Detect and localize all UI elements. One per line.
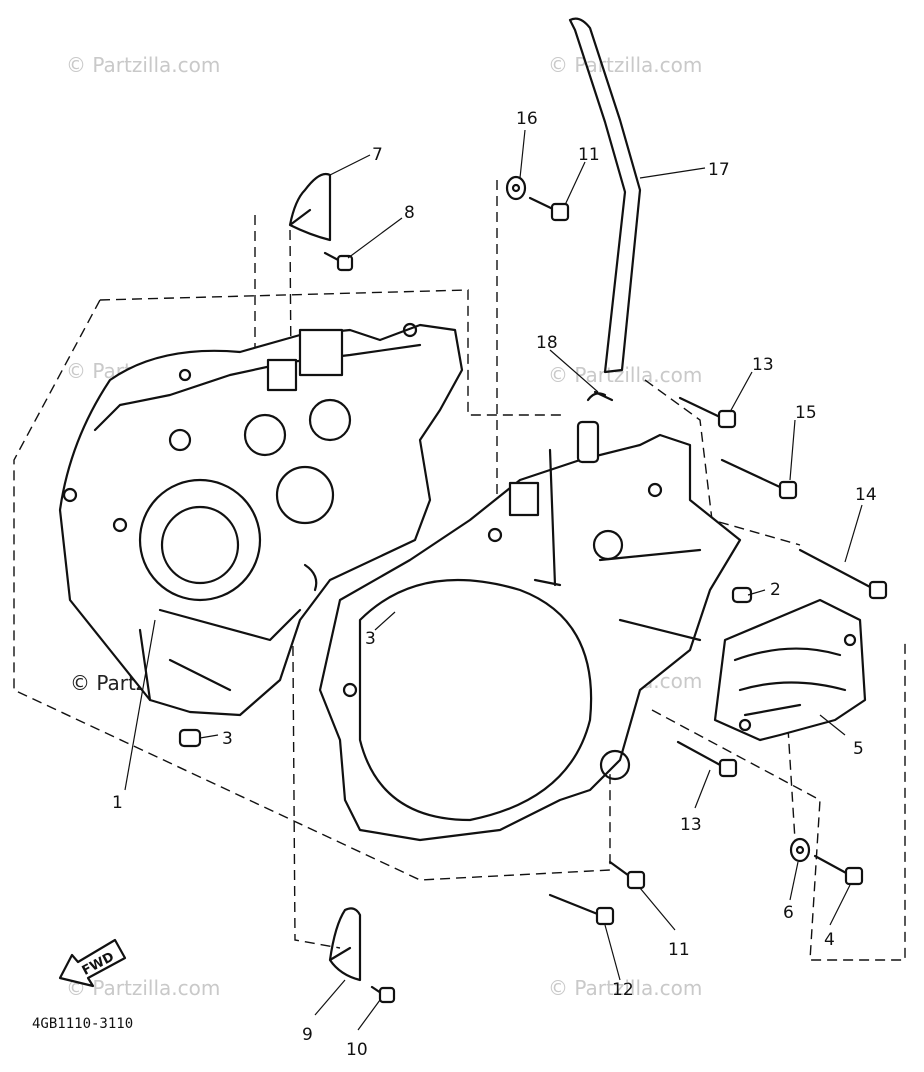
bolt-13-upper [678, 396, 737, 429]
callout-14: 14 [855, 485, 877, 505]
watermark: © Partzilla.com [66, 976, 220, 1000]
callout-7: 7 [372, 145, 383, 165]
assembly-outline-left-case [13, 289, 611, 881]
watermark: © Partzilla.com [66, 53, 220, 77]
bolt-14 [798, 548, 888, 600]
callout-17: 17 [708, 160, 730, 180]
callout-4: 4 [824, 930, 835, 950]
callout-2: 2 [770, 580, 781, 600]
bolt-12 [548, 893, 615, 926]
washer-6 [789, 837, 811, 863]
drawing-code: 4GB1110-3110 [32, 1016, 133, 1032]
retainer-clip-lower [328, 907, 362, 982]
callout-16: 16 [516, 109, 538, 129]
dowel-pin [731, 586, 753, 604]
callout-labels: 1 2 3 3 3 4 5 6 7 8 9 10 11 11 11 12 13 … [112, 109, 877, 1060]
right-crankcase [318, 433, 742, 842]
crankcase-cover [713, 598, 867, 742]
watermark: © Partzilla.com [548, 53, 702, 77]
callout-3: 3 [222, 729, 233, 749]
callout-8: 8 [404, 203, 415, 223]
bolt-11-upper [528, 196, 570, 222]
leader-lines [124, 129, 863, 1031]
washer-16 [505, 175, 527, 201]
left-crankcase [58, 322, 464, 717]
callout-15: 15 [795, 403, 817, 423]
breather-hose [568, 17, 642, 374]
callout-12: 12 [612, 980, 634, 1000]
retainer-clip-upper [288, 172, 332, 242]
callout-11: 11 [578, 145, 600, 165]
callout-11: 11 [668, 940, 690, 960]
bolt-13-lower [676, 740, 738, 778]
callout-5: 5 [853, 739, 864, 759]
bolt-11-lower [608, 860, 646, 890]
callout-10: 10 [346, 1040, 368, 1060]
watermark: © Partzilla.com [548, 976, 702, 1000]
bolt-8 [323, 251, 354, 272]
callout-1: 1 [112, 793, 123, 813]
dowel-pin [178, 728, 202, 748]
callout-9: 9 [302, 1025, 313, 1045]
callout-6: 6 [783, 903, 794, 923]
alignment-lines [254, 180, 796, 949]
bolt-15 [720, 458, 798, 500]
breather-joint [576, 390, 614, 464]
bolt-4 [813, 854, 864, 886]
watermark: © Partzilla.com [548, 363, 702, 387]
callout-18: 18 [536, 333, 558, 353]
assembly-outline-right-case [644, 379, 906, 961]
callout-13: 13 [680, 815, 702, 835]
callout-3: 3 [365, 629, 376, 649]
bolt-10 [370, 985, 396, 1004]
callout-13: 13 [752, 355, 774, 375]
